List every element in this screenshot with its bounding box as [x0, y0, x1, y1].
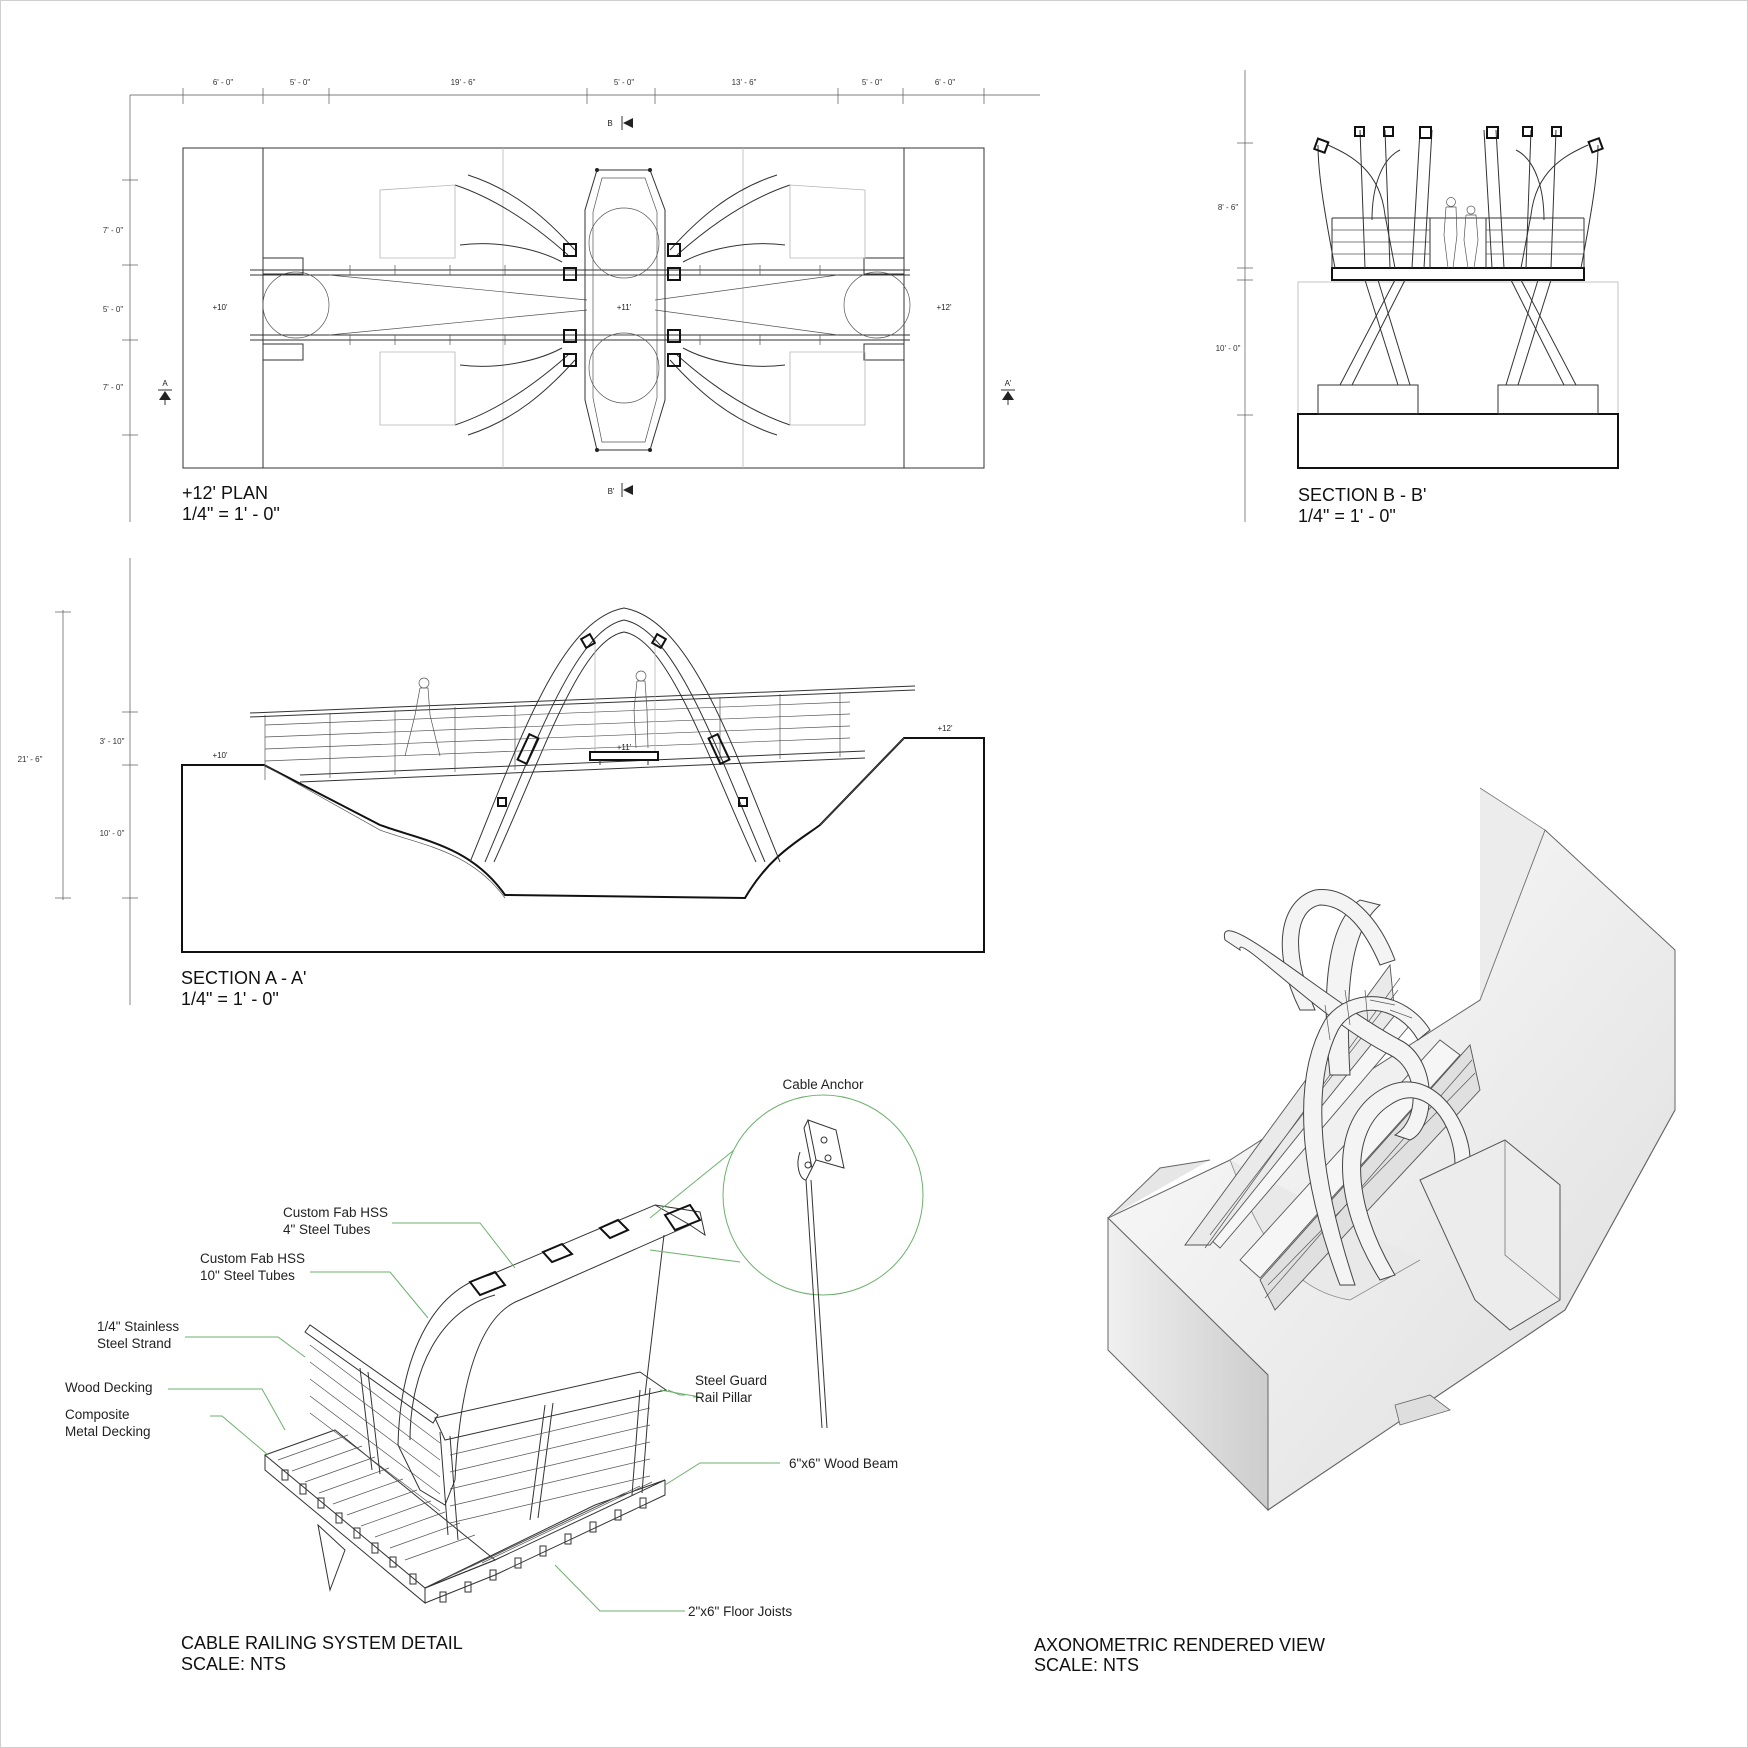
section-b-title: SECTION B - B'	[1298, 485, 1426, 505]
plan-dim-top-7: 6' - 0"	[935, 78, 956, 87]
callout-composite-line1: Composite	[65, 1407, 130, 1422]
axonometric-view: AXONOMETRIC RENDERED VIEW SCALE: NTS	[1034, 787, 1676, 1675]
section-a-elev-left: +10'	[212, 751, 228, 760]
detail-title: CABLE RAILING SYSTEM DETAIL	[181, 1633, 463, 1653]
plan-drawing: 6' - 0" 5' - 0" 19' - 6" 5' - 0" 13' - 6…	[103, 78, 1040, 524]
section-a-title: SECTION A - A'	[181, 968, 306, 988]
callout-floor-joists: 2"x6" Floor Joists	[688, 1604, 792, 1619]
svg-text:B: B	[607, 119, 612, 128]
callout-wood-decking: Wood Decking	[65, 1380, 153, 1395]
callout-hss4-line2: 4" Steel Tubes	[283, 1222, 371, 1237]
plan-dim-top-2: 5' - 0"	[290, 78, 311, 87]
plan-title: +12' PLAN	[182, 483, 268, 503]
plan-dim-top-1: 6' - 0"	[213, 78, 234, 87]
svg-text:A: A	[162, 379, 168, 388]
svg-text:B': B'	[608, 487, 615, 496]
plan-elev-right: +12'	[936, 303, 952, 312]
plan-elev-center: +11'	[617, 303, 632, 312]
section-a-dim-1: 3' - 10"	[100, 737, 125, 746]
section-marker-a-prime: A'	[1001, 379, 1015, 405]
callout-hss10-line1: Custom Fab HSS	[200, 1251, 305, 1266]
detail-scale: SCALE: NTS	[181, 1654, 286, 1674]
section-a-elev-center: +11'	[617, 743, 632, 752]
plan-dim-top-3: 19' - 6"	[451, 78, 476, 87]
axo-title: AXONOMETRIC RENDERED VIEW	[1034, 1635, 1325, 1655]
plan-dim-top-5: 13' - 6"	[732, 78, 757, 87]
plan-dim-left-3: 7' - 0"	[103, 383, 124, 392]
section-marker-b: B	[607, 116, 633, 130]
callout-guard-line2: Rail Pillar	[695, 1390, 753, 1405]
callout-hss10-line2: 10" Steel Tubes	[200, 1268, 295, 1283]
cable-railing-detail: Cable Anchor Custom Fab HSS 4" Steel Tub…	[65, 1077, 924, 1674]
section-marker-a: A	[158, 379, 172, 405]
section-b-scale: 1/4" = 1' - 0"	[1298, 506, 1396, 526]
callout-composite-line2: Metal Decking	[65, 1424, 151, 1439]
section-a-scale: 1/4" = 1' - 0"	[181, 989, 279, 1009]
callout-wood-beam: 6"x6" Wood Beam	[789, 1456, 898, 1471]
section-a-dim-2: 10' - 0"	[100, 829, 125, 838]
callout-strand-line1: 1/4" Stainless	[97, 1319, 179, 1334]
callout-cable-anchor: Cable Anchor	[782, 1077, 864, 1092]
section-a-drawing: 3' - 10" 10' - 0" 21' - 6"	[18, 558, 985, 1009]
section-a-dim-total: 21' - 6"	[18, 755, 43, 764]
callout-guard-line1: Steel Guard	[695, 1373, 767, 1388]
plan-dim-left-1: 7' - 0"	[103, 226, 124, 235]
axo-scale: SCALE: NTS	[1034, 1655, 1139, 1675]
plan-dim-top-6: 5' - 0"	[862, 78, 883, 87]
section-b-dim-1: 8' - 6"	[1218, 203, 1239, 212]
callout-strand-line2: Steel Strand	[97, 1336, 171, 1351]
callout-hss4-line1: Custom Fab HSS	[283, 1205, 388, 1220]
plan-dim-left-2: 5' - 0"	[103, 305, 124, 314]
plan-dim-top-4: 5' - 0"	[614, 78, 635, 87]
plan-scale: 1/4" = 1' - 0"	[182, 504, 280, 524]
section-marker-b-prime: B'	[608, 483, 633, 497]
cable-anchor-detail-circle	[722, 1094, 924, 1296]
section-a-elev-right: +12'	[937, 724, 953, 733]
plan-elev-left: +10'	[212, 303, 228, 312]
section-b-drawing: 8' - 6" 10' - 0"	[1216, 70, 1619, 526]
svg-text:A': A'	[1005, 379, 1012, 388]
section-b-dim-2: 10' - 0"	[1216, 344, 1241, 353]
